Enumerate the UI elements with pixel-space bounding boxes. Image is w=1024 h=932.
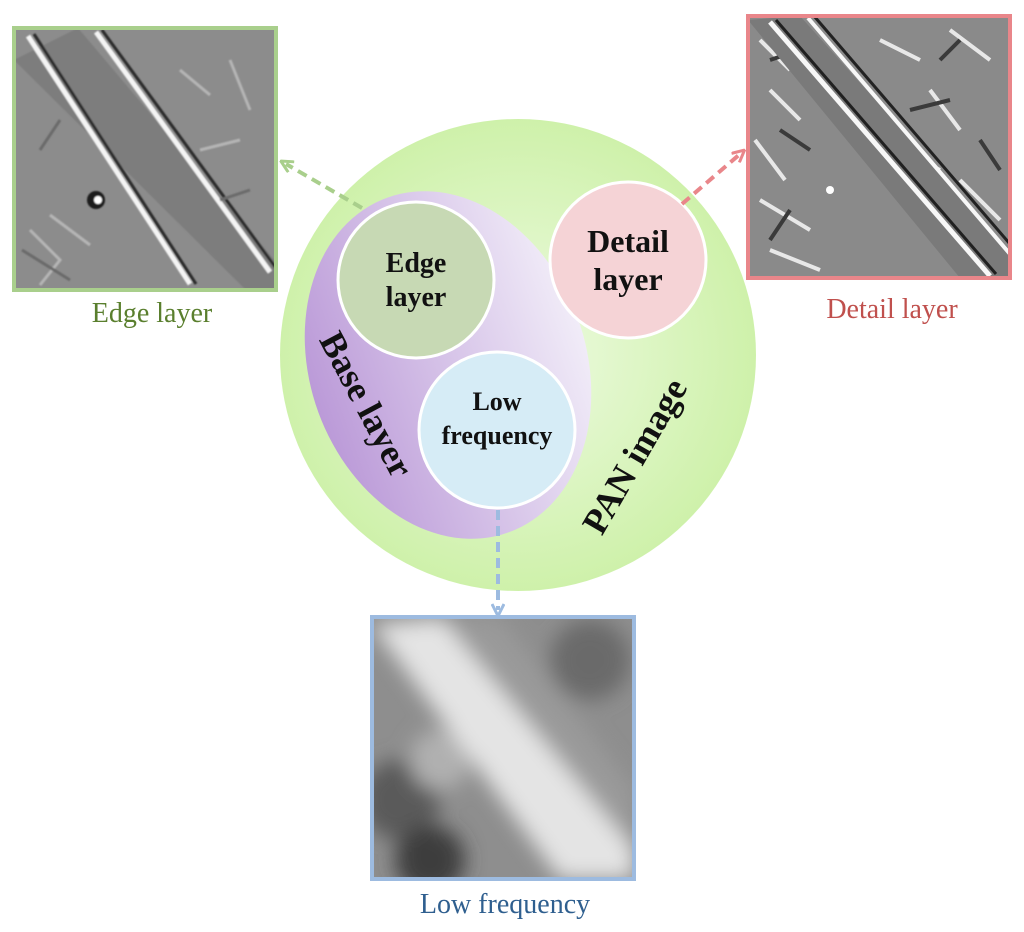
low-frequency-caption: Low frequency: [420, 889, 590, 920]
detail-circle-label-line2: layer: [593, 261, 662, 297]
low-circle-label-line2: frequency: [442, 421, 553, 450]
edge-layer-circle: [336, 200, 496, 360]
detail-layer-circle: [548, 180, 708, 340]
edge-circle-label-line2: layer: [386, 282, 447, 313]
detail-layer-caption: Detail layer: [826, 294, 958, 325]
edge-arrow: [286, 164, 364, 210]
low-circle-label-line1: Low: [472, 387, 521, 416]
edge-circle-label-line1: Edge: [386, 248, 447, 279]
edge-layer-image: [12, 26, 278, 292]
low-frequency-circle: [417, 350, 577, 510]
detail-layer-image: [746, 14, 1012, 280]
detail-circle-label-line1: Detail: [587, 223, 669, 259]
detail-arrow: [680, 154, 740, 206]
low-frequency-image: [370, 615, 636, 881]
edge-layer-caption: Edge layer: [92, 298, 213, 329]
